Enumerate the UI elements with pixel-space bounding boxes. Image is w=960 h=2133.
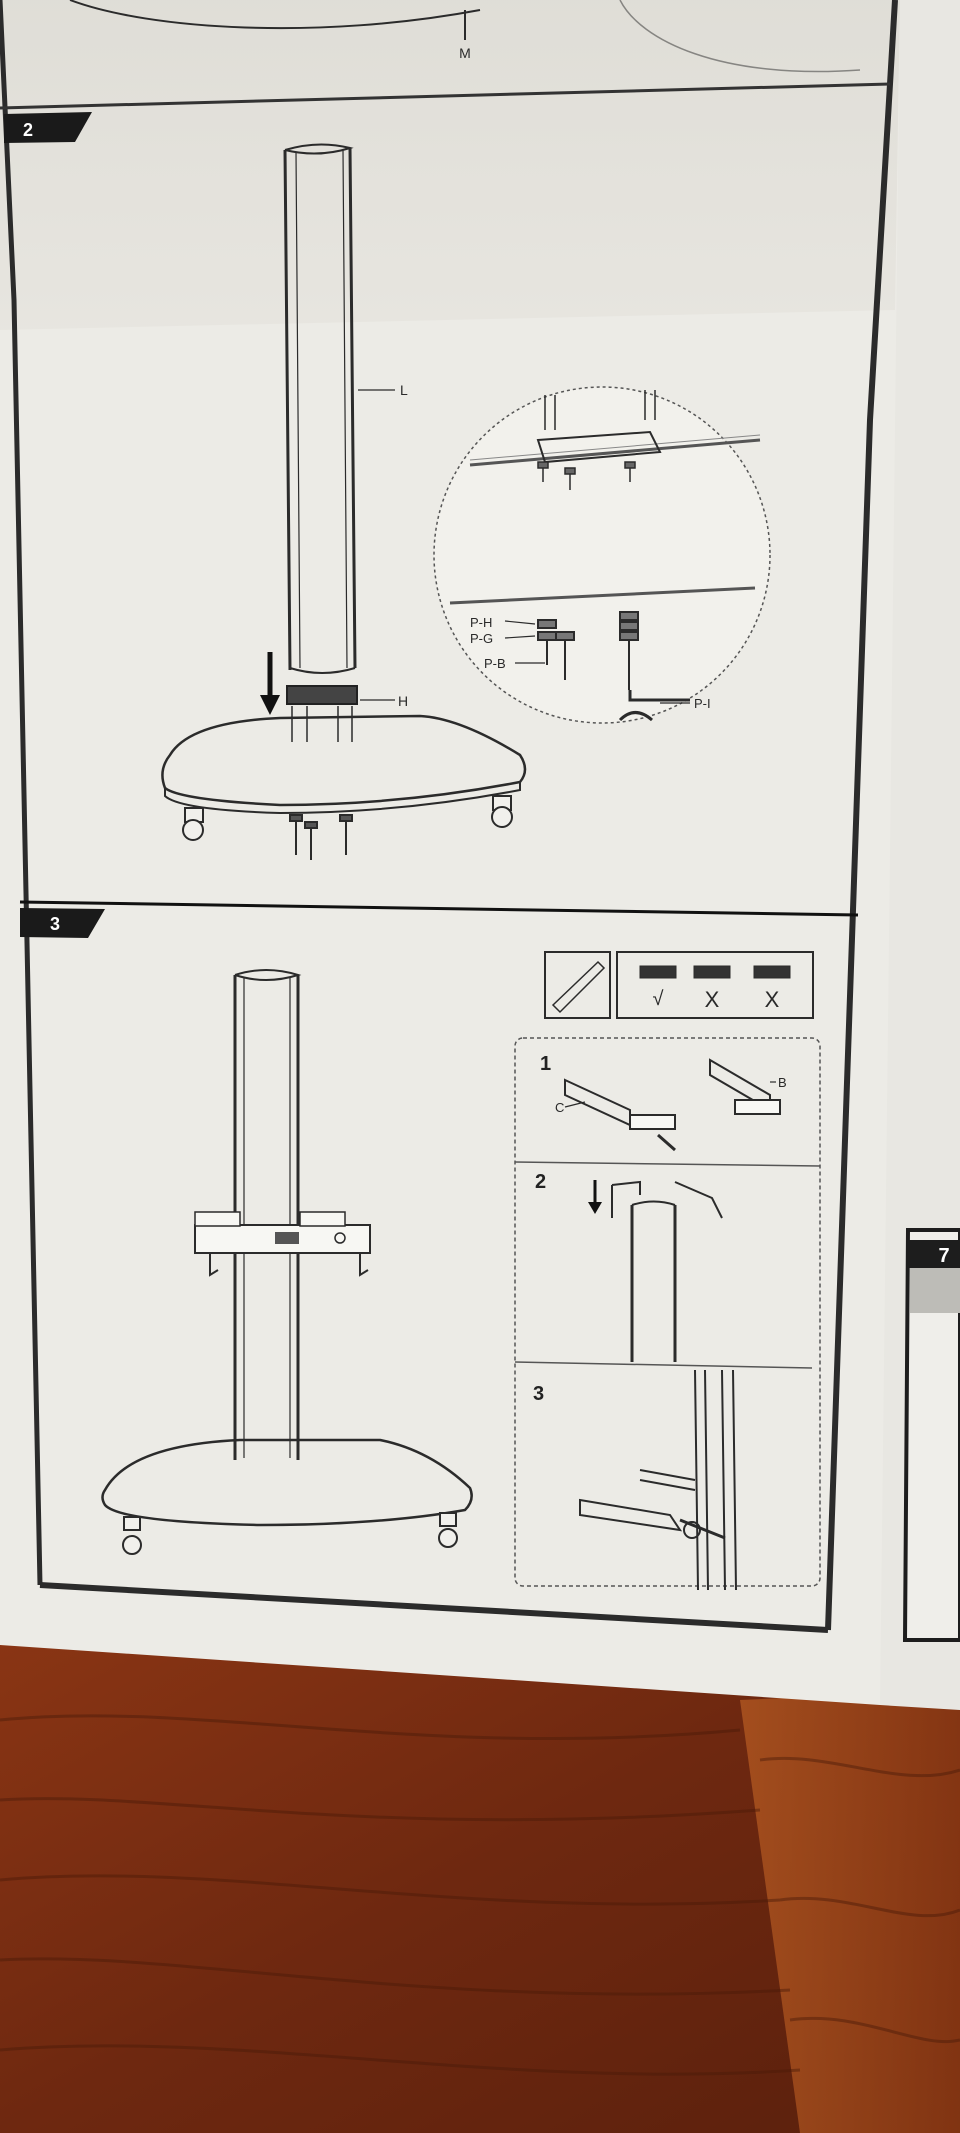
part-label-m: M [459,45,471,61]
part-label-b: B [778,1075,787,1090]
part-label-l: L [400,382,408,398]
orientation-mark-wrong-1: X [705,987,720,1012]
substep-3-number: 3 [533,1383,544,1405]
part-label-h: H [398,693,408,709]
part-label-ph: P-H [470,615,492,630]
caster-front-right [491,795,513,828]
substep-1-number: 1 [540,1053,551,1075]
step-2-number: 2 [23,120,33,140]
step-2-panel: 2 L H [4,112,771,860]
orientation-mark-correct: √ [653,988,664,1010]
detail-magnifier [433,386,771,724]
orientation-mark-wrong-2: X [765,987,780,1012]
step-7-number: 7 [938,1245,949,1267]
column-tube [283,147,357,671]
base-plate [161,714,527,807]
caster-front-left [182,807,204,841]
part-label-pi: P-I [694,696,711,711]
substep-2-number: 2 [535,1171,546,1193]
wood-grain [0,1714,960,2076]
wood-floor-plank [740,1690,960,2133]
part-label-pg: P-G [470,631,493,646]
step-3-panel: 3 √ X X 1 [20,908,821,1591]
step-3-number: 3 [50,914,60,934]
part-label-c: C [555,1100,564,1115]
part-label-pb: P-B [484,656,506,671]
